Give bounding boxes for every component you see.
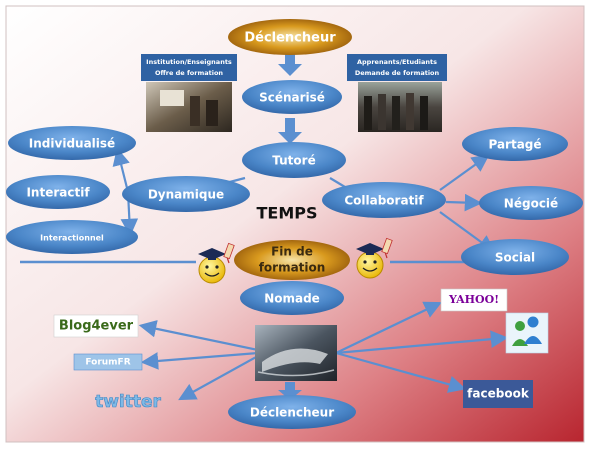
svg-text:Scénarisé: Scénarisé	[259, 91, 325, 105]
svg-text:ForumFR: ForumFR	[85, 358, 130, 368]
tutored-node: Tutoré	[242, 142, 346, 178]
facebook-logo: facebook	[463, 380, 533, 408]
dynamic-node: Dynamique	[122, 176, 250, 212]
svg-text:Déclencheur: Déclencheur	[250, 406, 334, 420]
trigger-top-label: Déclencheur	[244, 31, 336, 46]
svg-text:Négocié: Négocié	[504, 197, 558, 211]
trigger-bottom-node: Déclencheur	[228, 395, 356, 429]
svg-text:Blog4ever: Blog4ever	[59, 319, 134, 334]
svg-text:Fin de: Fin de	[271, 245, 313, 259]
svg-text:Institution/Enseignants: Institution/Enseignants	[146, 58, 232, 66]
negotiated-node: Négocié	[479, 186, 583, 220]
svg-text:Nomade: Nomade	[264, 292, 320, 306]
graduate-smiley-icon	[198, 242, 235, 284]
forumfr-logo: ForumFR	[73, 353, 143, 371]
time-label: TEMPS	[256, 204, 317, 223]
interactional-node: Interactionnel	[6, 220, 138, 254]
collaborative-node: Collaboratif	[322, 182, 446, 218]
svg-text:facebook: facebook	[467, 387, 530, 401]
blog4ever-logo: Blog4ever	[53, 314, 139, 338]
svg-text:Individualisé: Individualisé	[29, 137, 115, 151]
svg-text:YAHOO!: YAHOO!	[448, 293, 499, 306]
shared-node: Partagé	[462, 127, 568, 161]
end-of-training-node: Fin de formation	[234, 240, 350, 280]
individualized-node: Individualisé	[8, 126, 136, 160]
svg-text:Interactionnel: Interactionnel	[40, 234, 104, 243]
twitter-logo: twitter	[95, 392, 162, 413]
svg-text:Collaboratif: Collaboratif	[344, 194, 424, 208]
institution-caption: Institution/Enseignants Offre de formati…	[141, 54, 237, 81]
nomadic-node: Nomade	[240, 281, 344, 315]
messenger-icon	[505, 312, 549, 354]
graduate-smiley-icon	[356, 237, 393, 279]
trigger-top-node: Déclencheur	[228, 19, 352, 55]
svg-text:Demande de formation: Demande de formation	[355, 69, 440, 77]
svg-text:Tutoré: Tutoré	[272, 154, 315, 168]
social-node: Social	[461, 239, 569, 275]
svg-text:Apprenants/Etudiants: Apprenants/Etudiants	[357, 58, 437, 66]
classroom-photo	[146, 82, 232, 132]
svg-text:Social: Social	[495, 251, 535, 265]
svg-text:Interactif: Interactif	[26, 186, 90, 200]
interactive-node: Interactif	[6, 175, 110, 209]
ship-photo	[255, 325, 337, 381]
svg-text:twitter: twitter	[95, 392, 161, 412]
svg-text:Offre de formation: Offre de formation	[155, 69, 223, 77]
learners-caption: Apprenants/Etudiants Demande de formatio…	[347, 54, 447, 81]
vertical-arrows	[278, 52, 302, 400]
students-photo	[358, 82, 442, 132]
scenarized-node: Scénarisé	[242, 80, 342, 114]
yahoo-logo: YAHOO!	[440, 288, 508, 312]
svg-text:formation: formation	[259, 261, 326, 275]
svg-text:Partagé: Partagé	[488, 138, 541, 152]
svg-text:Dynamique: Dynamique	[148, 188, 224, 202]
